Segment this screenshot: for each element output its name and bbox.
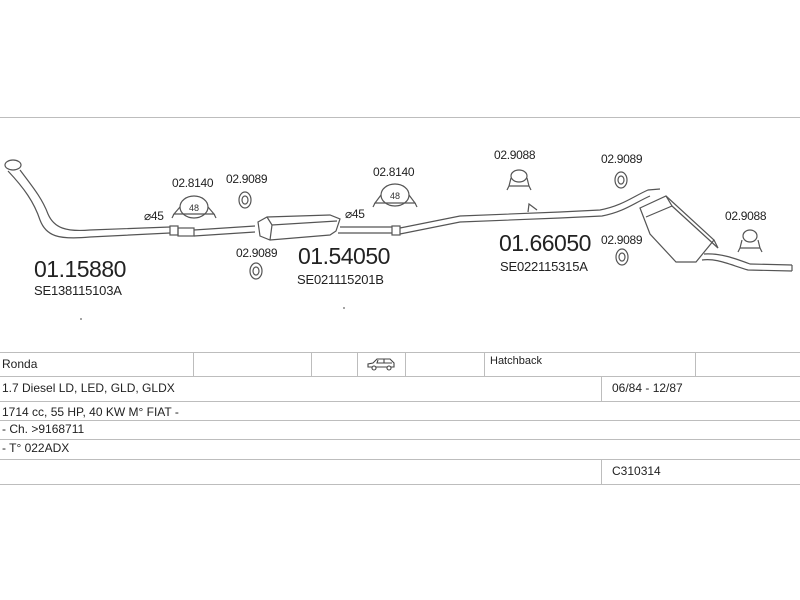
production-years: 06/84 - 12/87 <box>612 381 683 395</box>
hanger-1 <box>506 169 532 191</box>
part-number-middle-silencer: 01.54050 <box>298 243 390 269</box>
clamp-2-label: 02.8140 <box>373 165 415 179</box>
body-type: Hatchback <box>490 355 542 367</box>
ring-4-inner <box>618 252 626 262</box>
ring-4-label: 02.9089 <box>601 233 643 247</box>
ring-3-label: 02.9089 <box>601 152 643 166</box>
clamp-2 <box>372 183 418 208</box>
clamp-2-size: 48 <box>390 191 400 201</box>
ring-2-label: 02.9089 <box>236 246 278 260</box>
diameter-label-1: ⌀45 <box>144 209 164 223</box>
exhaust-diagram: 48 48 <box>4 159 793 320</box>
chassis-number: - Ch. >9168711 <box>2 422 85 436</box>
table-border <box>0 420 800 421</box>
part-ref-middle-silencer: SE021115201B <box>297 272 384 287</box>
hanger-2-label: 02.9088 <box>725 209 767 223</box>
middle-silencer <box>257 214 401 241</box>
clamp-1-size: 48 <box>189 203 199 213</box>
ring-3-inner <box>617 175 625 185</box>
table-border <box>0 459 800 460</box>
clamp-1 <box>171 195 217 219</box>
part-number-rear-silencer: 01.66050 <box>499 230 591 256</box>
rear-silencer <box>639 195 793 272</box>
engine-description: 1.7 Diesel LD, LED, GLD, GLDX <box>2 381 175 395</box>
table-divider <box>311 352 312 376</box>
ring-3 <box>614 171 628 189</box>
front-pipe <box>4 159 256 239</box>
ring-1-label: 02.9089 <box>226 172 268 186</box>
table-divider <box>405 352 406 376</box>
table-divider <box>484 352 485 376</box>
table-border <box>0 401 800 402</box>
model-name: Ronda <box>2 357 38 371</box>
ring-4 <box>615 248 629 266</box>
hanger-2 <box>737 229 763 253</box>
ring-2 <box>249 262 263 280</box>
rear-pipe <box>399 188 661 235</box>
ring-1 <box>238 191 252 209</box>
table-border <box>0 352 800 353</box>
ring-2-inner <box>252 266 260 276</box>
table-border <box>0 484 800 485</box>
part-ref-front-pipe: SE138115103A <box>34 283 122 298</box>
kit-code: C310314 <box>612 464 661 478</box>
table-divider <box>601 376 602 401</box>
part-ref-rear-silencer: SE022115315A <box>500 259 588 274</box>
ring-1-inner <box>241 195 249 205</box>
table-divider <box>601 459 602 484</box>
engine-type: - T° 022ADX <box>2 441 70 455</box>
table-divider <box>357 352 358 376</box>
clamp-1-label: 02.8140 <box>172 176 214 190</box>
table-border <box>0 376 800 377</box>
hatchback-car-icon <box>366 356 396 377</box>
dot <box>80 318 82 320</box>
table-divider <box>193 352 194 376</box>
table-divider <box>695 352 696 376</box>
dot <box>343 307 345 309</box>
top-divider <box>0 117 800 118</box>
part-number-front-pipe: 01.15880 <box>34 256 126 282</box>
engine-specs: 1714 cc, 55 HP, 40 KW M° FIAT - <box>2 405 179 419</box>
table-border <box>0 439 800 440</box>
hanger-1-label: 02.9088 <box>494 148 536 162</box>
diameter-label-2: ⌀45 <box>345 207 365 221</box>
